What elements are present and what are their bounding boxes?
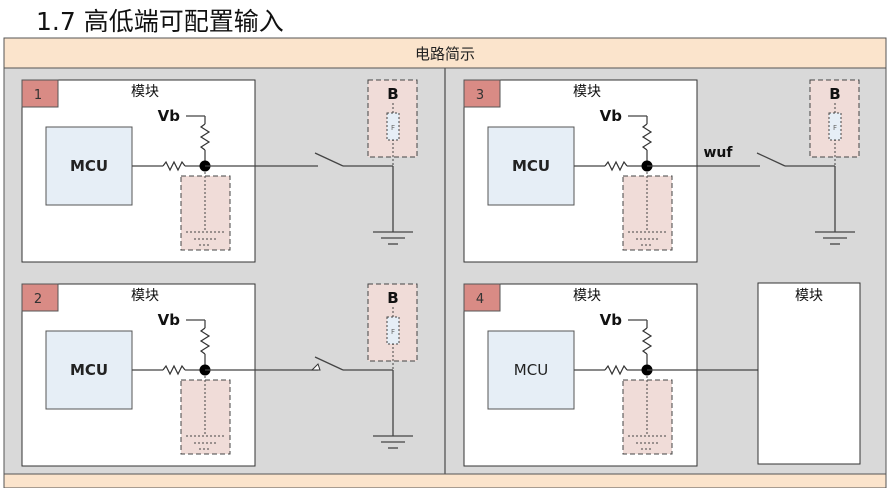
module-label: 模块 (131, 84, 159, 100)
panel-number-box (463, 283, 501, 312)
fuse-label: F (391, 328, 395, 336)
mcu-label: MCU (512, 157, 550, 175)
b-label: B (387, 289, 398, 307)
switch (756, 152, 786, 167)
panel-number: 1 (34, 88, 42, 103)
series-resistor (604, 160, 628, 172)
switch-arrow (310, 363, 321, 371)
pullup-resistor (199, 123, 211, 151)
pullup-resistor (641, 327, 653, 355)
panel-number-box (21, 79, 59, 108)
vb-label: Vb (600, 107, 623, 125)
mcu-block (487, 330, 575, 410)
series-resistor (162, 364, 186, 376)
fuse (386, 316, 400, 345)
fuse (386, 112, 400, 141)
b-label: B (387, 85, 398, 103)
vb-label: Vb (158, 107, 181, 125)
b-label: B (829, 85, 840, 103)
module-label: 模块 (573, 84, 601, 100)
page-title: 1.7 高低端可配置输入 (36, 7, 284, 36)
module-label: 模块 (131, 288, 159, 304)
fuse-label: F (833, 124, 837, 132)
series-resistor (604, 364, 628, 376)
panel-number: 2 (34, 292, 42, 307)
mcu-label: MCU (514, 361, 548, 379)
external-module-box (757, 282, 861, 465)
mcu-block (45, 330, 133, 410)
pullup-resistor (199, 327, 211, 355)
series-resistor (162, 160, 186, 172)
panel-number-box (463, 79, 501, 108)
fuse (828, 112, 842, 141)
switch (314, 356, 344, 371)
panel-number: 3 (476, 88, 484, 103)
vb-label: Vb (158, 311, 181, 329)
switch (314, 152, 344, 167)
footer-band (3, 473, 887, 488)
header-title: 电路简示 (415, 45, 475, 63)
panel-number-box (21, 283, 59, 312)
panel-number: 4 (476, 292, 484, 307)
vb-label: Vb (600, 311, 623, 329)
wuf-label: wuf (704, 145, 734, 161)
external-module-label: 模块 (795, 288, 823, 304)
fuse-label: F (391, 124, 395, 132)
module-label: 模块 (573, 288, 601, 304)
pullup-resistor (641, 123, 653, 151)
mcu-label: MCU (70, 361, 108, 379)
mcu-label: MCU (70, 157, 108, 175)
